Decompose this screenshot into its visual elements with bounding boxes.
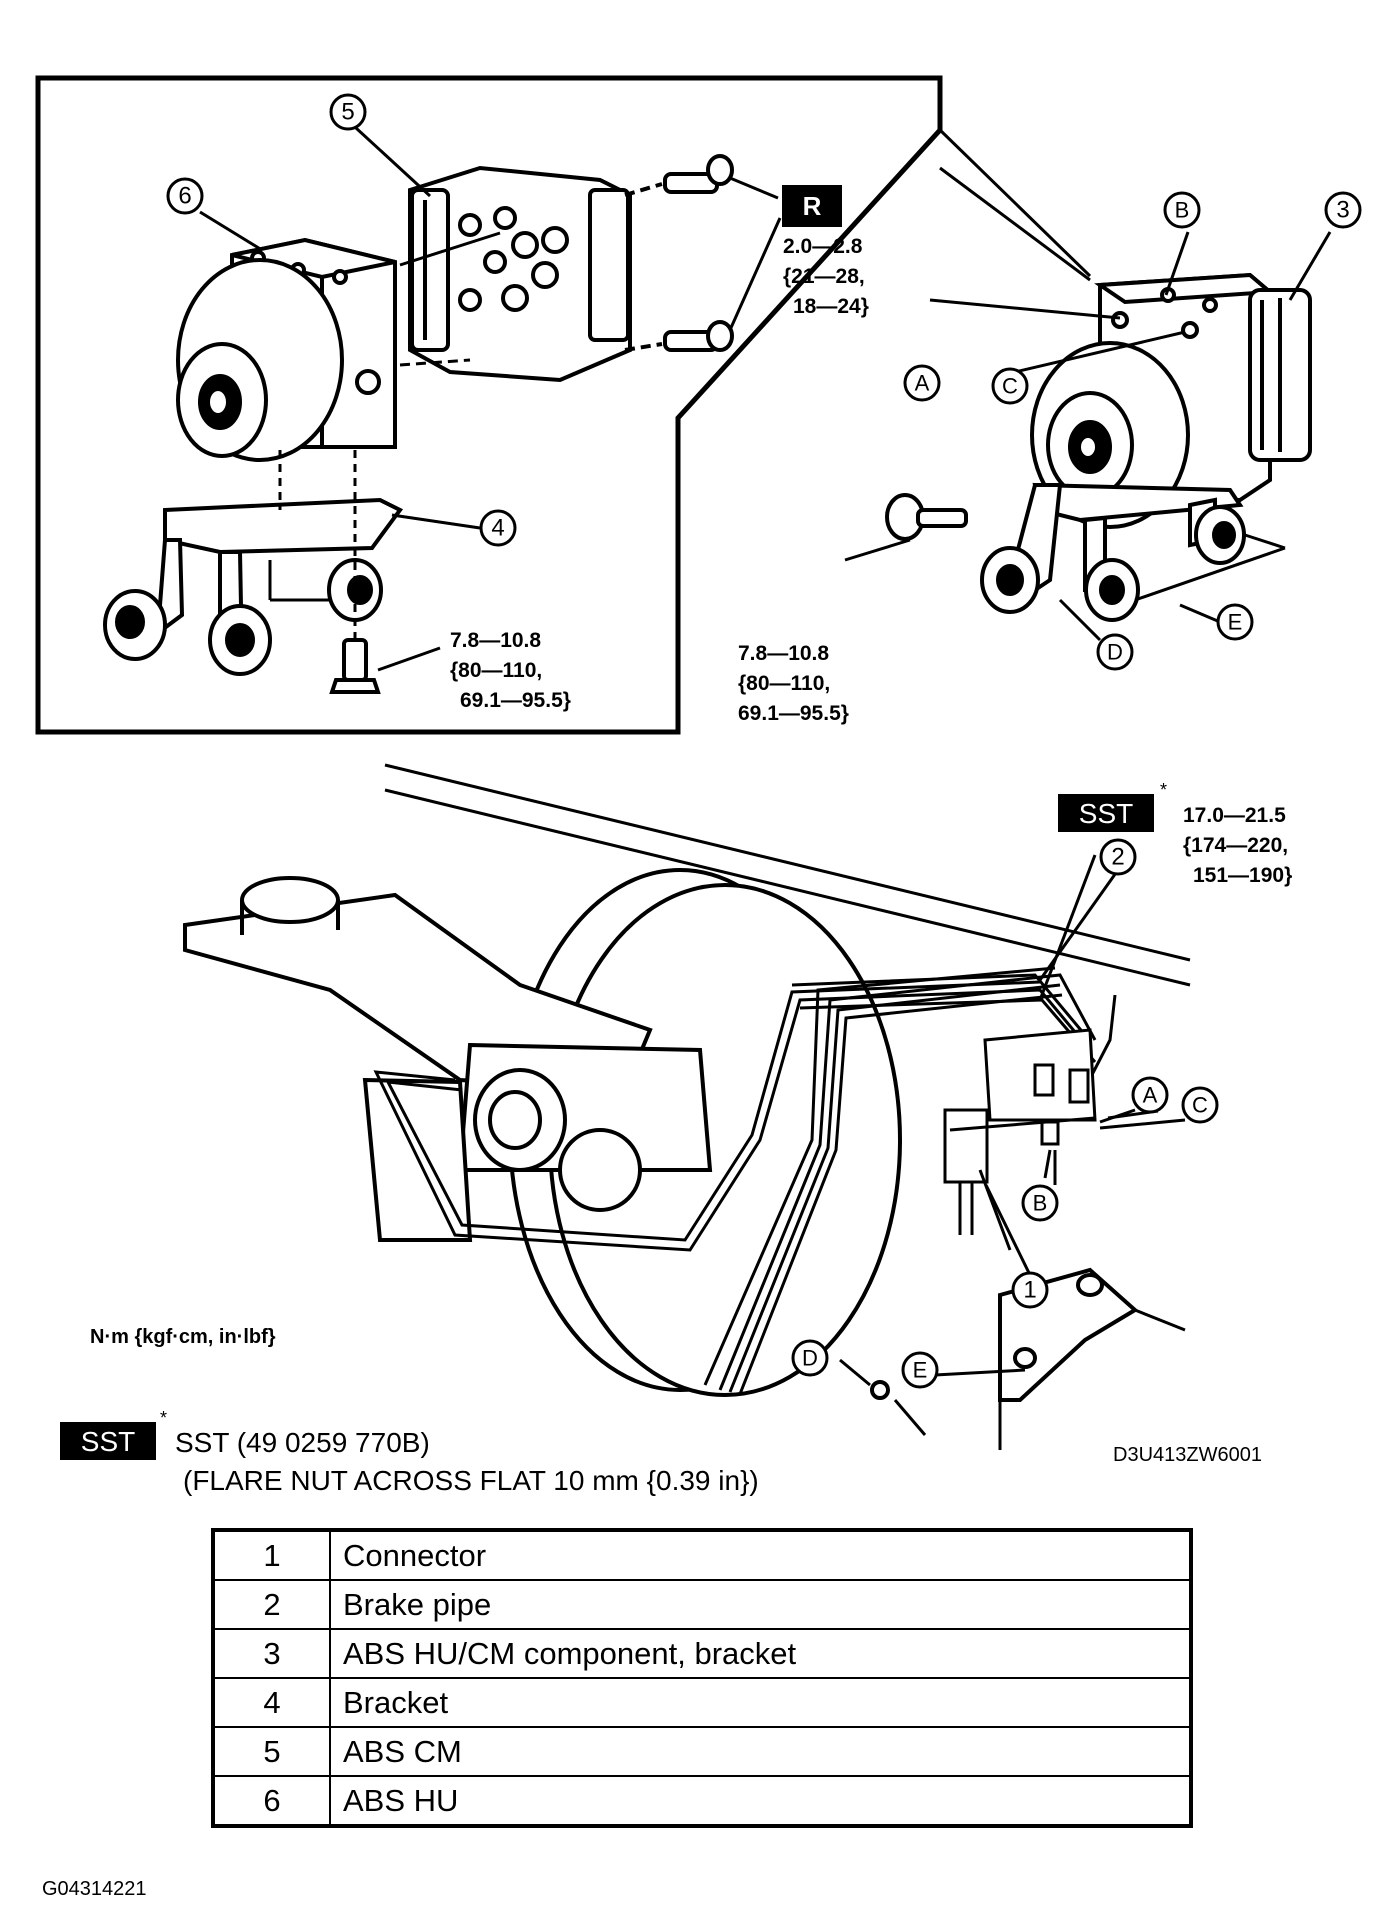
svg-text:4: 4 [491,515,504,542]
svg-text:69.1—95.5}: 69.1—95.5} [460,689,571,712]
svg-text:1: 1 [1023,1277,1036,1304]
inset-frame [35,75,943,735]
brake-pipes-drawing [373,966,1117,1395]
lower-bracket-drawing [839,1267,1186,1450]
legend-number: 4 [212,1677,331,1728]
svg-text:151—190}: 151—190} [1193,864,1292,887]
inset-bolt-torque-text: 7.8—10.8 {80—110, 69.1—95.5} [450,629,571,712]
r-badge: R [782,185,842,227]
svg-text:*: * [160,1408,167,1428]
svg-text:*: * [1160,780,1167,800]
abs-hucm-assembly-drawing [885,231,1332,622]
svg-text:{174—220,: {174—220, [1183,834,1288,857]
callout-3: 3 [1324,191,1362,229]
callout-e-upper: E [1216,603,1254,641]
legend-number: 3 [212,1628,331,1679]
svg-text:SST: SST [81,1426,135,1457]
svg-text:D: D [802,1346,818,1371]
legend-label: ABS HU/CM component, bracket [329,1628,1192,1679]
svg-text:5: 5 [341,99,354,126]
callout-c-upper: C [991,367,1029,405]
legend-number: 5 [212,1726,331,1777]
page-code: G04314221 [42,1878,147,1900]
right-bolt-torque-text: 7.8—10.8 {80—110, 69.1—95.5} [738,642,849,725]
legend-label: Connector [329,1529,1192,1581]
sst-footnote: SST * SST (49 0259 770B) (FLARE NUT ACRO… [60,1408,759,1496]
callout-5: 5 [329,93,367,131]
legend-label: Brake pipe [329,1579,1192,1630]
brake-booster-drawing [183,763,1191,1397]
legend-label: Bracket [329,1677,1192,1728]
svg-text:E: E [913,1358,928,1383]
svg-text:C: C [1002,374,1018,399]
callout-1: 1 [1011,1271,1049,1309]
svg-text:B: B [1175,198,1190,223]
callout-c-lower: C [1181,1086,1219,1124]
svg-text:D: D [1107,640,1123,665]
legend-number: 6 [212,1775,331,1827]
svg-text:17.0—21.5: 17.0—21.5 [1183,804,1286,827]
units-note: N·m {kgf·cm, in·lbf} [90,1326,276,1348]
svg-text:7.8—10.8: 7.8—10.8 [738,642,829,665]
svg-text:7.8—10.8: 7.8—10.8 [450,629,541,652]
svg-text:6: 6 [178,183,191,210]
callout-d-upper: D [1096,633,1134,671]
svg-text:(FLARE NUT ACROSS FLAT 10 mm {: (FLARE NUT ACROSS FLAT 10 mm {0.39 in}) [183,1465,759,1496]
callout-d-lower: D [791,1339,829,1377]
svg-text:A: A [915,371,930,396]
pipe-block-drawing [943,854,1186,1251]
r-torque-text: 2.0—2.8 {21—28, 18—24} [783,235,869,318]
svg-text:E: E [1228,610,1243,635]
svg-text:C: C [1192,1093,1208,1118]
svg-text:{80—110,: {80—110, [738,672,830,695]
svg-text:SST: SST [1079,798,1133,829]
sst-badge-lower [60,1422,156,1460]
legend-number: 1 [212,1529,331,1581]
svg-text:3: 3 [1336,197,1349,224]
callout-b-upper: B [1163,191,1201,229]
svg-text:SST (49 0259 770B): SST (49 0259 770B) [175,1427,430,1458]
callout-a-lower: A [1131,1076,1169,1114]
sst-badge-upper: SST * [1058,780,1167,832]
figure-code: D3U413ZW6001 [1113,1444,1262,1466]
inset-bracket-drawing [103,450,441,694]
legend-label: ABS HU [329,1775,1192,1827]
svg-text:69.1—95.5}: 69.1—95.5} [738,702,849,725]
callout-b-lower: B [1021,1184,1059,1222]
callout-e-lower: E [901,1351,939,1389]
abs-cm-drawing [399,165,632,383]
callout-4: 4 [479,509,517,547]
callout-2: 2 [1099,838,1137,876]
callout-6: 6 [166,177,204,215]
sst-torque-text: 17.0—21.5 {174—220, 151—190} [1183,804,1292,887]
svg-text:R: R [803,191,822,221]
svg-text:18—24}: 18—24} [793,295,869,318]
leader-lines [199,126,1221,1276]
svg-text:{80—110,: {80—110, [450,659,542,682]
cm-bolts [624,154,782,352]
legend-label: ABS CM [329,1726,1192,1777]
abs-hu-drawing [176,237,397,462]
svg-text:A: A [1143,1083,1158,1108]
callout-a-upper: A [903,364,941,402]
svg-text:{21—28,: {21—28, [783,265,865,288]
svg-text:B: B [1033,1191,1048,1216]
legend-number: 2 [212,1579,331,1630]
svg-text:2: 2 [1111,844,1124,871]
svg-text:2.0—2.8: 2.0—2.8 [783,235,863,258]
